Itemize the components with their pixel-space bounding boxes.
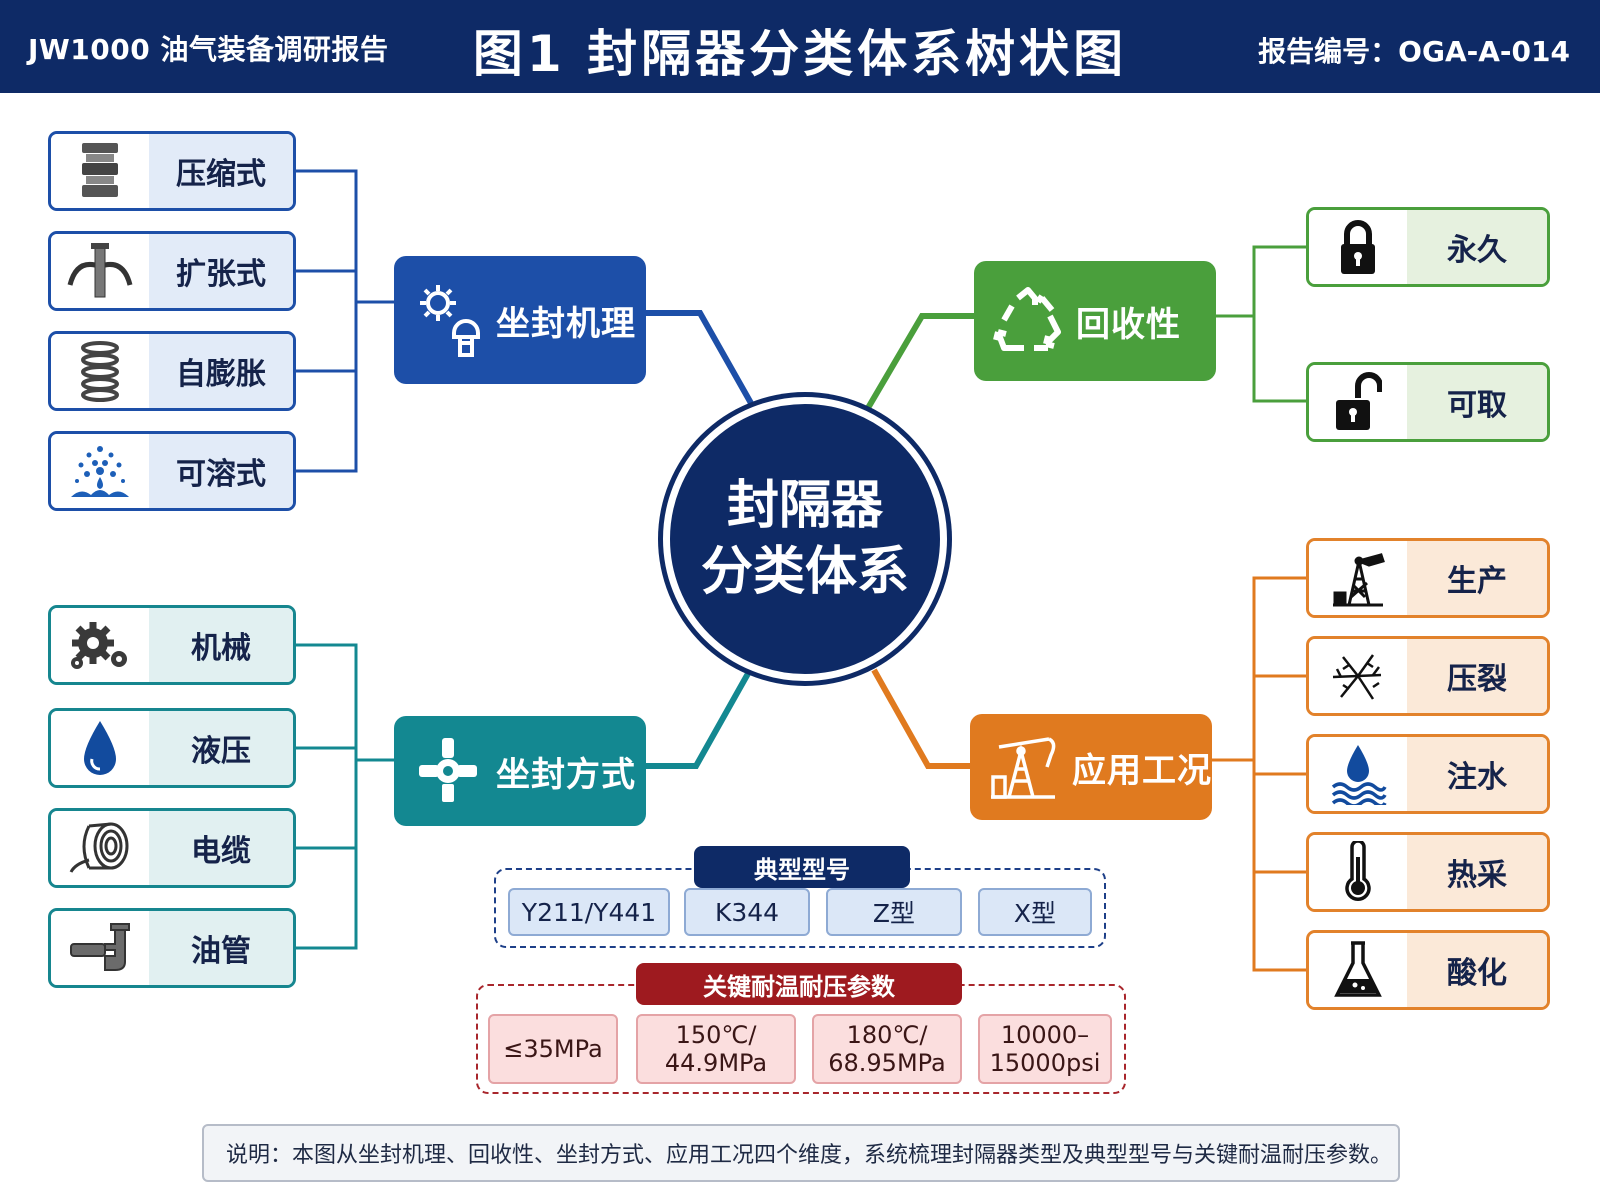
parameter-value: 15000psi: [989, 1049, 1101, 1077]
gears-icon: [71, 622, 127, 669]
leaf-label: 压缩式: [149, 134, 293, 208]
leaf-label: 可溶式: [149, 434, 293, 508]
fracture-crack-icon: [1332, 654, 1382, 700]
parameter-value: 68.95MPa: [828, 1049, 946, 1077]
model-chip: K344: [684, 888, 810, 936]
leaf-retrievable: 可取: [1306, 362, 1550, 442]
tubing-pipe-icon: [70, 923, 130, 971]
report-series-label: JW1000 油气装备调研报告: [28, 33, 389, 66]
leaf-label: 生产: [1407, 541, 1547, 615]
link-center-mechanism: [646, 310, 759, 414]
oil-derrick-icon: [1333, 553, 1385, 607]
caption-note: 说明：本图从坐封机理、回收性、坐封方式、应用工况四个维度，系统梳理封隔器类型及典…: [202, 1124, 1400, 1182]
leaf-acidizing: 酸化: [1306, 930, 1550, 1010]
thermometer-icon: [1345, 841, 1371, 901]
leaf-mechanical: 机械: [48, 605, 296, 685]
hydraulic-drop-icon: [84, 721, 116, 775]
recycle-icon: [993, 287, 1061, 351]
links-conditions-leaves: [1212, 576, 1306, 972]
flask-icon: [1334, 941, 1382, 997]
leaf-label: 电缆: [149, 811, 293, 885]
link-center-recovery: [865, 313, 974, 410]
leaf-label: 永久: [1407, 210, 1547, 284]
model-chip: Z型: [826, 888, 962, 936]
leaf-hydraulic: 液压: [48, 708, 296, 788]
leaf-label: 可取: [1407, 365, 1547, 439]
dissolving-droplets-icon: [71, 446, 129, 497]
leaf-permanent: 永久: [1306, 207, 1550, 287]
leaf-label: 酸化: [1407, 933, 1547, 1007]
category-application-conditions: 应用工况: [970, 714, 1212, 820]
leaf-label: 热采: [1407, 835, 1547, 909]
compression-rings-icon: [82, 143, 118, 197]
header-bar: JW1000 油气装备调研报告 图1 封隔器分类体系树状图 报告编号：OGA-A…: [0, 0, 1600, 93]
parameter-chip: 150℃/ 44.9MPa: [636, 1014, 796, 1084]
leaf-label: 扩张式: [149, 234, 293, 308]
water-injection-icon: [1331, 745, 1387, 805]
parameter-value: 10000–: [1000, 1021, 1090, 1049]
category-retrievability: 回收性: [974, 261, 1216, 381]
leaf-label: 液压: [149, 711, 293, 785]
link-center-conditions: [871, 668, 970, 769]
root-label-line2: 分类体系: [700, 542, 909, 602]
leaf-water-injection: 注水: [1306, 734, 1550, 814]
parameter-chip: 180℃/ 68.95MPa: [812, 1014, 962, 1084]
valve-cross-icon: [419, 738, 477, 802]
category-setting-mechanism: 坐封机理: [394, 256, 646, 384]
expanding-arms-icon: [67, 243, 133, 298]
leaf-fracturing: 压裂: [1306, 636, 1550, 716]
leaf-compression: 压缩式: [48, 131, 296, 211]
leaf-expansion: 扩张式: [48, 231, 296, 311]
cable-reel-icon: [69, 822, 129, 873]
links-recovery-leaves: [1216, 245, 1306, 403]
typical-models-title: 典型型号: [694, 846, 910, 888]
lock-open-icon: [1336, 372, 1382, 430]
leaf-tubing: 油管: [48, 908, 296, 988]
parameter-value: 150℃/: [675, 1021, 757, 1049]
key-parameters-title: 关键耐温耐压参数: [636, 963, 962, 1005]
parameter-value: 180℃/: [846, 1021, 928, 1049]
root-node: 封隔器 分类体系: [663, 397, 947, 681]
links-setting-leaves: [296, 643, 394, 950]
category-label: 坐封机理: [496, 303, 636, 344]
report-number: 报告编号：OGA-A-014: [1258, 35, 1570, 68]
figure-title: 图1 封隔器分类体系树状图: [472, 25, 1128, 83]
leaf-thermal-recovery: 热采: [1306, 832, 1550, 912]
leaf-wireline: 电缆: [48, 808, 296, 888]
parameter-value: ≤35MPa: [503, 1035, 603, 1063]
model-chip: Y211/Y441: [508, 888, 670, 936]
gear-piston-icon: [420, 285, 480, 357]
leaf-label: 油管: [149, 911, 293, 985]
leaf-label: 自膨胀: [149, 334, 293, 408]
leaf-dissolvable: 可溶式: [48, 431, 296, 511]
category-setting-method: 坐封方式: [394, 716, 646, 826]
category-label: 回收性: [1076, 304, 1181, 345]
leaf-self-swelling: 自膨胀: [48, 331, 296, 411]
leaf-production: 生产: [1306, 538, 1550, 618]
links-mechanism-leaves: [296, 169, 394, 473]
parameter-value: 44.9MPa: [664, 1049, 768, 1077]
lock-closed-icon: [1341, 220, 1375, 274]
leaf-label: 机械: [149, 608, 293, 682]
link-center-setting: [646, 668, 753, 769]
leaf-label: 压裂: [1407, 639, 1547, 713]
pumpjack-icon: [991, 737, 1056, 799]
parameter-chip: 10000– 15000psi: [978, 1014, 1112, 1084]
root-label-line1: 封隔器: [726, 476, 883, 536]
category-label: 应用工况: [1072, 750, 1212, 791]
category-label: 坐封方式: [496, 754, 636, 795]
coil-spring-icon: [81, 341, 119, 402]
model-chip: X型: [978, 888, 1092, 936]
leaf-label: 注水: [1407, 737, 1547, 811]
parameter-chip: ≤35MPa: [488, 1014, 618, 1084]
